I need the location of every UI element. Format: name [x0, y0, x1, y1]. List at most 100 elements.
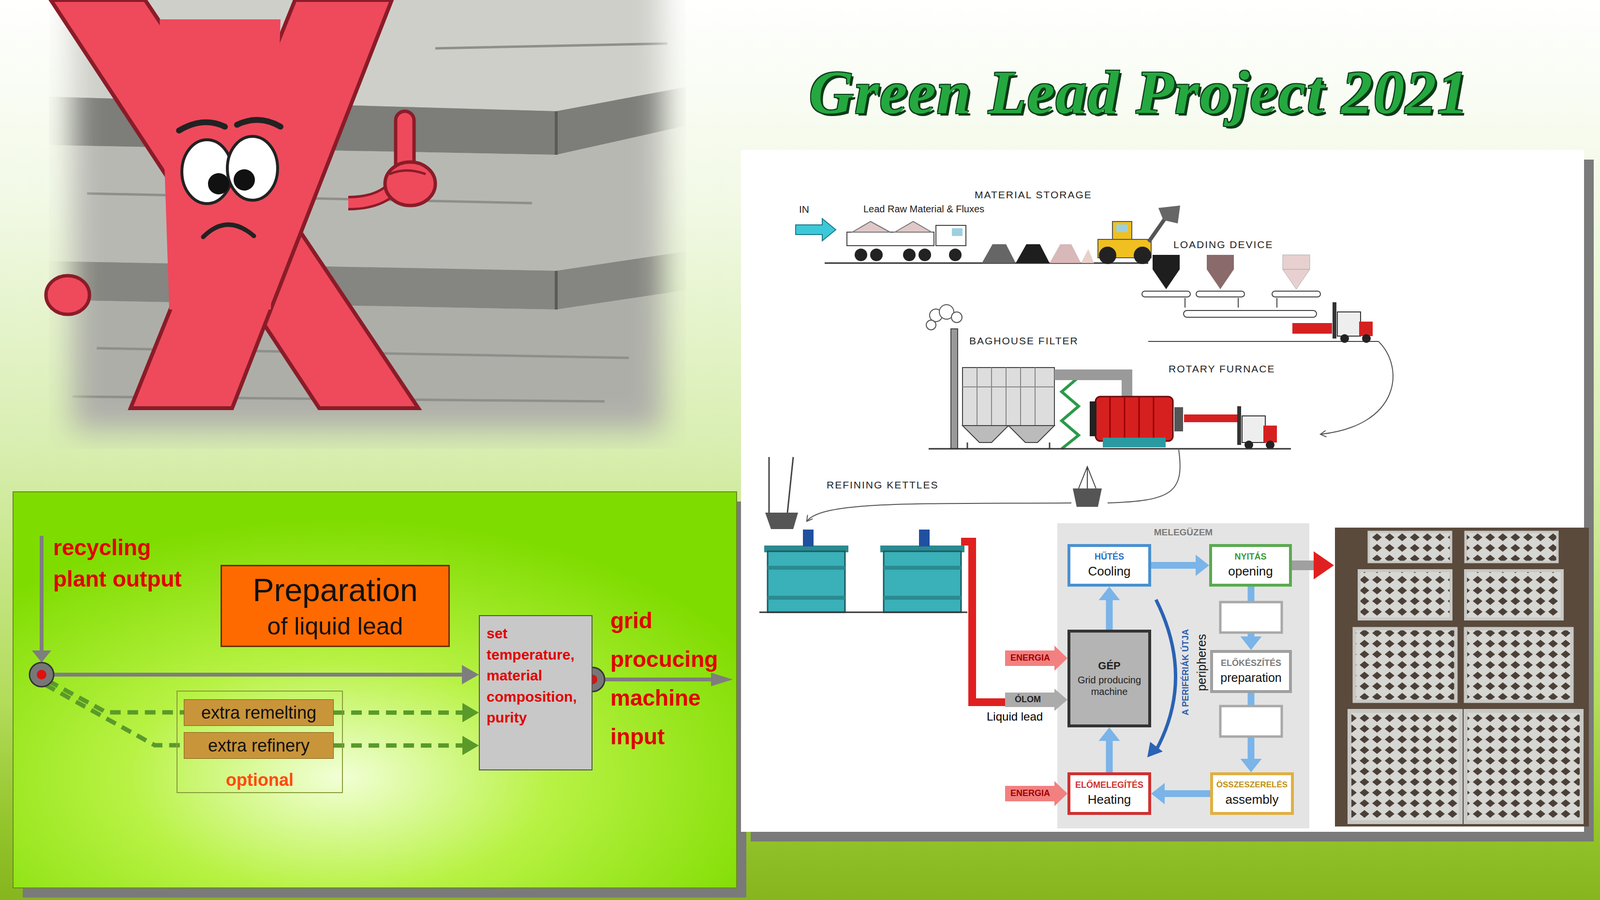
node-text: Heating [1072, 792, 1146, 808]
arrow-head [462, 736, 479, 756]
ingot-photo [48, 0, 686, 449]
ingot-photo-part [48, 125, 686, 271]
node-text: Grid producing machine [1074, 674, 1145, 698]
loading-device-part [1337, 311, 1361, 337]
connector-line [1163, 790, 1211, 798]
material-storage-part [918, 248, 932, 262]
flow-arrow [1098, 586, 1121, 630]
loading-device-part [1183, 310, 1317, 318]
melegüzem-panel-part [1005, 645, 1068, 671]
baghouse-and-furnace-part [1102, 437, 1166, 448]
node-text: extra remelting [185, 702, 332, 724]
arrow-head [1240, 636, 1262, 651]
loading-device-part [1141, 291, 1191, 297]
loading-device-part [1152, 254, 1180, 270]
flow-arrow [1098, 727, 1121, 773]
loading-device-part [1320, 341, 1393, 435]
ingot-photo-part [554, 111, 558, 310]
red-x-character-part [237, 119, 281, 127]
step-box: NYITÁSopening [1209, 544, 1292, 587]
node-text: ELŐKÉSZÍTÉS [1215, 658, 1287, 669]
baghouse-and-furnace-part [926, 320, 936, 330]
station-label: BAGHOUSE FILTER [969, 334, 1079, 347]
material-storage-part [1116, 224, 1128, 233]
refining-kettles-part [767, 595, 845, 600]
red-x-character-part [207, 173, 230, 195]
red-x-character-part [45, 275, 90, 315]
node-text: extra refinery [185, 735, 332, 756]
flow-arrow [1151, 554, 1210, 577]
loading-device-part [1340, 334, 1349, 343]
material-storage-part [1081, 249, 1095, 264]
loading-device-part [1292, 323, 1333, 334]
loading-device-part [1185, 297, 1277, 308]
baghouse-and-furnace-part [1061, 377, 1079, 449]
flow-lines-part [711, 672, 733, 687]
step-box: HŰTÉSCooling [1067, 544, 1152, 587]
loading-device-part [1206, 269, 1234, 290]
material-storage-part [1133, 246, 1152, 265]
melegüzem-panel-part [1005, 781, 1068, 807]
grid-photo-part [1465, 532, 1558, 563]
red-x-character-part [233, 169, 255, 191]
material-storage-part [846, 232, 934, 246]
material-storage-part [1015, 244, 1050, 264]
node-text: HŰTÉS [1072, 551, 1146, 563]
refining-kettles-part [961, 541, 1006, 703]
refining-kettles-part [806, 503, 1072, 522]
node-text: optional [179, 769, 341, 791]
melegüzem-panel-part [1005, 688, 1068, 712]
material-storage-part [951, 228, 963, 237]
material-storage-part [1148, 217, 1166, 242]
loading-device-part [1359, 321, 1373, 337]
option-box: extra refinery [183, 732, 334, 759]
grid-photo-part [1368, 532, 1452, 563]
baghouse-and-furnace-part [928, 448, 1291, 450]
melegüzem-panel [1005, 523, 1334, 829]
melegüzem-panel-part [1291, 560, 1315, 571]
connector-line [1151, 562, 1197, 569]
arc-label: A PERIFÉRIÁK ÚTJA [1180, 629, 1192, 716]
station-label: LOADING DEVICE [1173, 238, 1274, 251]
title: Green Lead Project 2021 [809, 57, 1470, 129]
node-text: of liquid lead [225, 611, 445, 641]
refining-kettles-part [883, 595, 962, 600]
node-text: Cooling [1072, 563, 1146, 579]
melegüzem-panel-part [1057, 523, 1310, 829]
baghouse-and-furnace-part [1244, 440, 1254, 450]
refining-kettles-part [1072, 488, 1102, 507]
node-text: opening [1214, 563, 1287, 579]
flow-lines-part [461, 665, 479, 685]
loading-device-part [1282, 269, 1310, 290]
red-x-character [45, 0, 436, 409]
refining-kettles-part [769, 457, 794, 513]
baghouse-and-furnace-part [962, 425, 1009, 443]
arrow-head [1098, 586, 1121, 601]
arrow-head [462, 703, 479, 723]
loading-device-part [1152, 269, 1180, 290]
process-box: Preparationof liquid lead [220, 564, 450, 647]
arrow-head [1147, 741, 1163, 758]
junction-dot [29, 662, 54, 687]
baghouse-and-furnace-part [1174, 407, 1184, 432]
refining-kettles-part [883, 565, 962, 570]
step-box: ELŐKÉSZÍTÉSpreparation [1210, 650, 1292, 694]
red-x-character-part [203, 224, 254, 238]
node-text: GÉP [1074, 659, 1145, 673]
baghouse-and-furnace-part [967, 442, 1050, 449]
refining-kettles-part [765, 512, 799, 530]
empty-box [1220, 602, 1282, 633]
ingot-photo-part [48, 251, 686, 310]
arrow-head [1195, 554, 1210, 577]
baghouse-and-furnace-part [1008, 425, 1055, 443]
baghouse-and-furnace [926, 304, 1291, 450]
step-box: ELŐMELEGÍTÉSHeating [1067, 772, 1152, 815]
step-box: ÖSSZESZERELÉSassembly [1210, 772, 1294, 815]
red-x-character-part [159, 19, 281, 310]
material-label: Lead Raw Material & Fluxes [863, 203, 985, 215]
flow-lines-part [45, 684, 184, 746]
refining-kettles-part [883, 551, 962, 613]
material-storage-part [1112, 221, 1132, 240]
